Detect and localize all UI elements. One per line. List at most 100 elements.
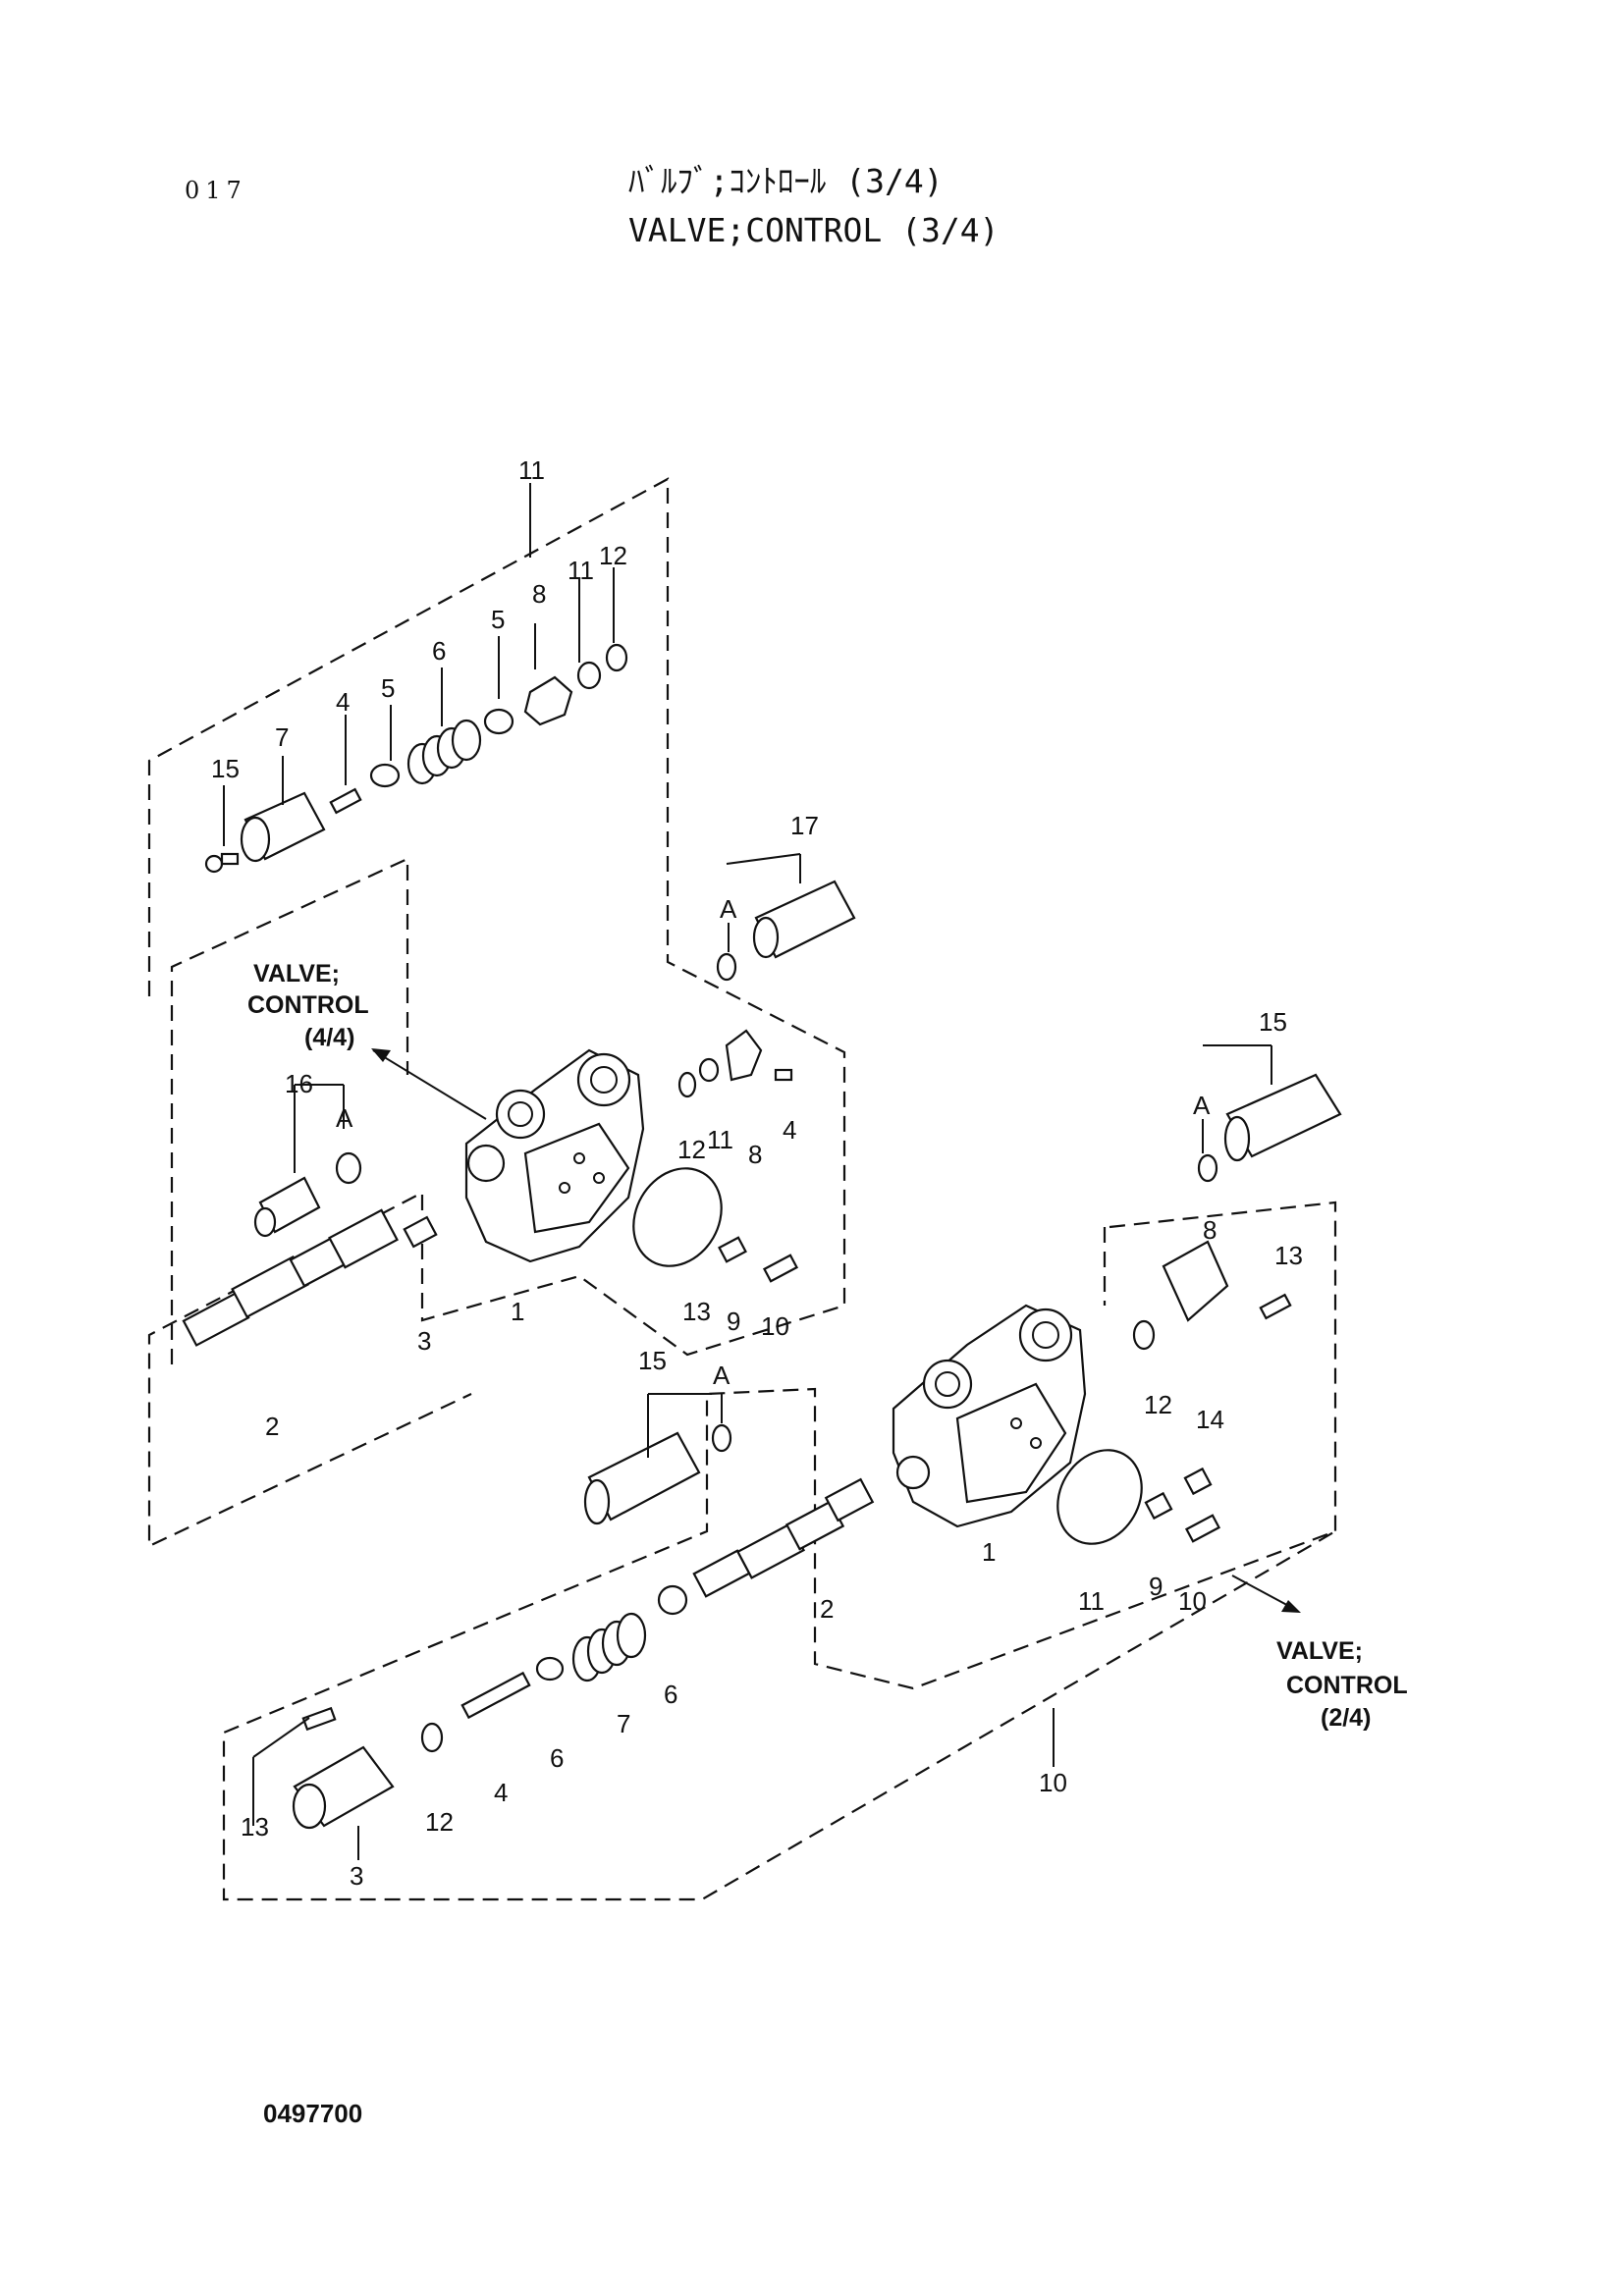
upper-plug-9 — [718, 1236, 747, 1263]
lower-valve-body — [892, 1304, 1087, 1528]
upper-oring-A16 — [335, 1151, 362, 1185]
upper-screw-15 — [204, 852, 240, 874]
callout-upper-8a: 8 — [532, 579, 546, 609]
lower-seal-kit-boundary — [222, 1201, 1337, 1901]
callout-upper-11b: 11 — [707, 1125, 733, 1154]
upper-flange-8 — [523, 675, 573, 726]
callout-upper-12b: 12 — [677, 1135, 706, 1164]
callout-upper-12a: 12 — [599, 541, 627, 570]
callout-upper-A-b: A — [336, 1103, 353, 1133]
callout-upper-17: 17 — [790, 811, 819, 840]
upper-pin-4 — [329, 787, 362, 815]
upper-valve-body — [464, 1048, 645, 1263]
lower-oring-11 — [1056, 1449, 1143, 1545]
upper-washer-5a — [369, 763, 401, 788]
lower-bolt-13 — [1259, 1293, 1292, 1320]
upper-spring-10 — [762, 1254, 799, 1283]
upper-part-3 — [403, 1215, 438, 1249]
callout-lower-7: 7 — [617, 1709, 630, 1738]
callout-upper-7: 7 — [275, 722, 289, 752]
callout-lower-15a: 15 — [1259, 1007, 1287, 1037]
callout-lower-1: 1 — [982, 1537, 996, 1567]
title-japanese: ﾊﾞﾙﾌﾞ;ｺﾝﾄﾛｰﾙ (3/4) — [628, 162, 944, 200]
callout-upper-11: 11 — [518, 455, 545, 485]
upper-subkit-boundary — [170, 857, 409, 1364]
upper-ring-11b — [698, 1057, 720, 1083]
callout-upper-5b: 5 — [381, 673, 395, 703]
callout-upper-10: 10 — [761, 1311, 789, 1341]
note-upper-line1: VALVE; — [253, 960, 340, 988]
callout-lower-6b: 6 — [550, 1743, 564, 1773]
lower-cap-3 — [292, 1745, 395, 1830]
note-lower-line3: (2/4) — [1321, 1704, 1371, 1732]
callout-lower-14: 14 — [1196, 1405, 1224, 1434]
callout-lower-13b: 13 — [241, 1812, 269, 1842]
upper-oring-13 — [632, 1167, 723, 1267]
lower-screw-13 — [301, 1706, 337, 1732]
callout-lower-9: 9 — [1149, 1572, 1163, 1601]
callout-lower-12a: 12 — [1144, 1390, 1172, 1419]
callout-lower-15b: 15 — [638, 1346, 667, 1375]
lower-plug-9 — [1144, 1491, 1173, 1521]
callout-upper-5a: 5 — [491, 605, 505, 634]
lower-pin-4 — [460, 1671, 531, 1720]
callout-upper-16: 16 — [285, 1069, 313, 1098]
callout-lower-6a: 6 — [664, 1680, 677, 1709]
callout-upper-3: 3 — [417, 1326, 431, 1356]
note-lower-line1: VALVE; — [1276, 1637, 1363, 1665]
note-lower-line2: CONTROL — [1286, 1672, 1408, 1699]
callout-lower-3: 3 — [350, 1861, 363, 1891]
lower-washer-6a — [657, 1584, 688, 1616]
note-upper-line3: (4/4) — [304, 1024, 354, 1051]
callout-lower-4: 4 — [494, 1778, 508, 1807]
callout-upper-9: 9 — [727, 1307, 740, 1336]
upper-flange-8b — [725, 1029, 763, 1082]
lower-spool — [692, 1477, 875, 1598]
callout-upper-6: 6 — [432, 636, 446, 666]
callout-lower-10: 10 — [1178, 1586, 1207, 1616]
lower-plug-14 — [1183, 1467, 1213, 1496]
upper-ring-11 — [576, 661, 602, 690]
callout-upper-11a: 11 — [568, 556, 594, 585]
callout-upper-4a: 4 — [336, 687, 350, 717]
lower-spring-10 — [1184, 1514, 1221, 1543]
callout-upper-15: 15 — [211, 754, 240, 783]
title-english: VALVE;CONTROL (3/4) — [628, 211, 1000, 249]
upper-washer-5b — [483, 708, 514, 735]
lower-flange-8 — [1162, 1240, 1229, 1322]
upper-seal-kit-boundary — [147, 477, 846, 1548]
upper-bolt-4 — [774, 1068, 793, 1082]
callout-upper-13: 13 — [682, 1297, 711, 1326]
leader-lines — [223, 483, 1301, 1860]
callout-lower-13a: 13 — [1274, 1241, 1303, 1270]
lower-relief-15-left — [583, 1423, 732, 1525]
callout-lower-8: 8 — [1203, 1215, 1217, 1245]
upper-spool — [182, 1208, 399, 1347]
callout-lower-2: 2 — [820, 1594, 834, 1624]
upper-oring-12b — [677, 1071, 697, 1098]
callout-upper-A-a: A — [720, 894, 737, 924]
page-number: 017 — [185, 177, 247, 204]
upper-cap-7 — [240, 791, 326, 863]
note-upper-line2: CONTROL — [247, 991, 369, 1019]
footer-code: 0497700 — [263, 2099, 363, 2128]
lower-washer-6b — [535, 1656, 565, 1682]
callout-upper-8b: 8 — [748, 1140, 762, 1169]
callout-upper-1: 1 — [511, 1297, 524, 1326]
callout-lower-12b: 12 — [425, 1807, 454, 1837]
lower-relief-15-top — [1197, 1073, 1342, 1183]
lower-oring-12 — [1132, 1319, 1156, 1351]
upper-valve-16 — [253, 1176, 321, 1238]
callout-upper-2: 2 — [265, 1412, 279, 1441]
upper-spring-6 — [406, 719, 482, 785]
callout-upper-4b: 4 — [783, 1115, 796, 1145]
callout-lower-A-b: A — [713, 1361, 730, 1390]
lower-spring-7 — [571, 1612, 647, 1682]
upper-oring-12 — [605, 643, 628, 672]
upper-relief-17 — [716, 880, 856, 982]
lower-oring-12b — [420, 1722, 444, 1753]
callout-lower-10-group: 10 — [1039, 1768, 1067, 1797]
callout-lower-11: 11 — [1078, 1586, 1105, 1616]
